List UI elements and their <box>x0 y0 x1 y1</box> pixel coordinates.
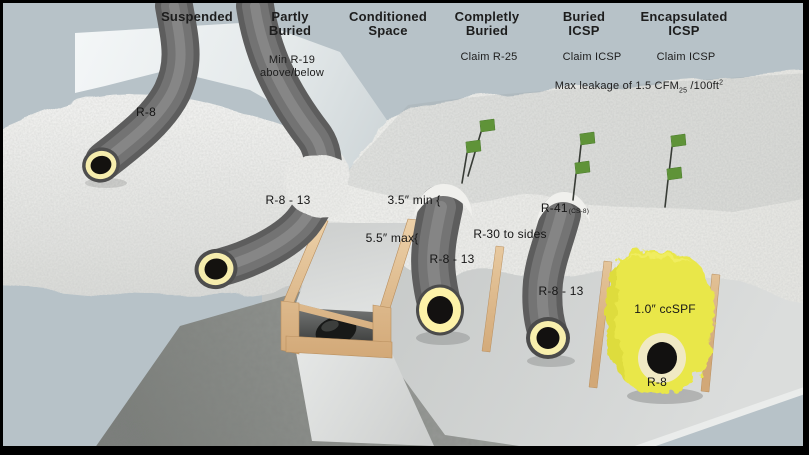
claim-icsp-buried: Claim ICSP <box>562 51 622 63</box>
suspended-duct-end <box>82 147 120 183</box>
marker-flags <box>461 118 687 208</box>
buried-icsp-duct-end <box>526 317 570 359</box>
leakage-text: /100ft <box>687 80 720 93</box>
leakage-subscript: 25 <box>678 87 688 95</box>
column-title-line: Buried <box>268 22 312 38</box>
soffit-panel <box>296 349 434 446</box>
label-completely-buried-duct-r: R-8 - 13 <box>429 252 475 266</box>
column-title-line: ICSP <box>668 22 700 38</box>
insulation-lip <box>414 184 472 218</box>
column-title-line: Suspended <box>161 9 233 24</box>
column-title-line: Buried <box>465 22 509 38</box>
label-foam-thickness: 1.0″ ccSPF <box>634 302 696 316</box>
wood-top-strip <box>296 303 379 331</box>
encapsulated-duct-end <box>637 333 687 383</box>
column-title-line: Completly <box>454 9 520 24</box>
suspended-duct <box>82 0 200 188</box>
label-partly-buried-duct-r: R-8 - 13 <box>265 193 311 207</box>
label-effective-r: R-41(CS-8) <box>541 201 589 215</box>
completely-buried-duct-end <box>416 284 464 336</box>
claim-icsp-encapsulated: Claim ICSP <box>656 51 716 63</box>
insulation-lip <box>536 192 590 226</box>
completely-buried-duct <box>411 184 472 345</box>
note-line: above/below <box>260 66 324 79</box>
attic-insulation-block-top-shade <box>337 73 809 212</box>
joist-channel <box>280 218 419 359</box>
encapsulated-duct-foam <box>605 251 715 404</box>
effective-r-note: (CS-8) <box>568 208 590 215</box>
partly-buried-duct-end <box>194 248 238 290</box>
claim-r25: Claim R-25 <box>460 51 518 63</box>
leakage-text: Max leakage of 1.5 CFM <box>554 80 679 93</box>
label-burial-depth-max: 5.5″ max{ <box>365 231 419 245</box>
label-buried-icsp-duct-r: R-8 - 13 <box>538 284 584 298</box>
interior-duct-highlight <box>321 320 339 332</box>
marker-flag <box>572 160 591 201</box>
label-suspended-duct-r: R-8 <box>136 105 156 119</box>
marker-flag <box>467 118 496 177</box>
ceiling-plane-edge <box>626 386 808 455</box>
label-side-insulation-r: R-30 to sides <box>473 227 547 241</box>
label-encapsulated-duct-r: R-8 <box>647 375 667 389</box>
channel-floor <box>296 223 410 324</box>
note-line: Min R-19 <box>268 54 316 66</box>
insulation-burial-patch <box>283 153 350 218</box>
column-title-line: Buried <box>562 9 606 24</box>
wood-strip <box>588 260 613 389</box>
leakage-superscript: 2 <box>719 79 724 87</box>
partly-buried-duct <box>194 0 350 290</box>
column-header-suspended: Suspended <box>161 10 233 24</box>
marker-flag <box>461 139 482 184</box>
label-burial-depth-min: 3.5″ min { <box>387 193 441 207</box>
column-title-line: Conditioned <box>348 9 428 24</box>
column-title-line: ICSP <box>568 22 600 38</box>
column-title-line: Encapsulated <box>640 9 728 24</box>
buried-icsp-duct <box>522 192 590 367</box>
wood-strip <box>481 245 505 353</box>
max-leakage-note: Max leakage of 1.5 CFM25 /100ft2 <box>555 80 724 95</box>
marker-flag <box>664 166 683 208</box>
column-title-line: Partly <box>271 9 309 24</box>
column-title-line: Space <box>368 22 408 38</box>
wood-bottom-rail <box>285 335 393 359</box>
effective-r-value: R-41 <box>540 201 568 215</box>
